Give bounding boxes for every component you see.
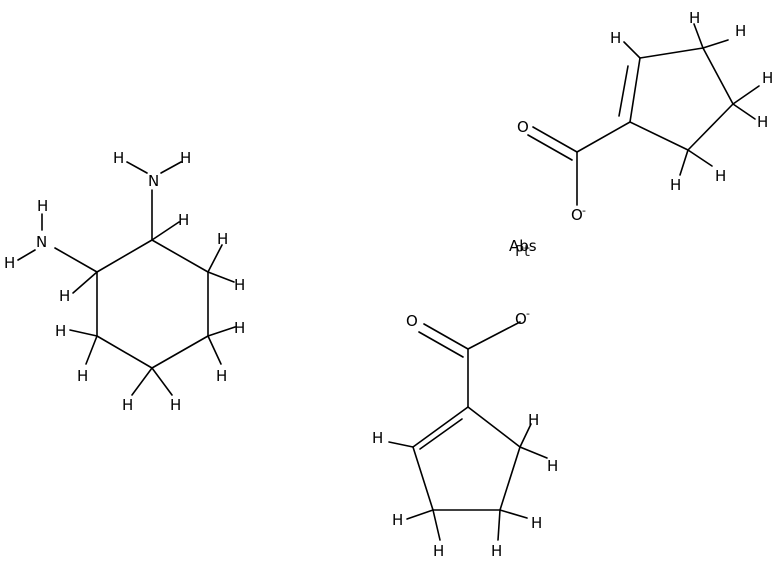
c-h-bond (732, 85, 760, 105)
atom-h: H (216, 367, 227, 385)
c-h-bond (702, 39, 729, 49)
atom-o: O (517, 118, 529, 136)
c-h-bond (497, 509, 501, 541)
c-h-bond (85, 335, 98, 365)
atom-h: H (392, 511, 403, 529)
atom-h: H (37, 197, 48, 215)
atom-h: H (433, 542, 444, 560)
c-o-double-bond (532, 126, 578, 153)
atom-h: H (122, 396, 133, 414)
atom-h: H (547, 457, 558, 475)
c-o-double-bond (423, 323, 469, 350)
n-h-bond (160, 161, 182, 174)
c-h-bond (388, 441, 414, 448)
c-h-bond (207, 271, 235, 283)
atom-h: H (372, 429, 383, 447)
c-h-bond (72, 271, 98, 294)
ring-bond (702, 47, 734, 105)
atom-o: O (406, 312, 418, 330)
atom-pt: Pt (515, 242, 530, 260)
c-h-bond (687, 149, 713, 167)
atom-h: H (670, 176, 681, 194)
ring-double-bond (618, 65, 629, 117)
c-h-bond (432, 509, 441, 541)
atom-h: H (113, 149, 124, 167)
c-h-bond (406, 509, 434, 520)
c-o-double-bond (418, 331, 464, 358)
negative-charge: - (526, 307, 530, 320)
c-h-bond (207, 244, 223, 273)
ring-bond (412, 446, 434, 511)
c-h-bond (693, 23, 704, 49)
atom-h: H (180, 149, 191, 167)
atom-h: H (59, 287, 70, 305)
atom-h: H (735, 22, 746, 40)
atom-n: N (148, 172, 159, 190)
atom-h: H (689, 9, 700, 27)
c-h-bond (679, 149, 689, 176)
ring-bond (687, 103, 734, 151)
atom-h: H (77, 367, 88, 385)
c-o-double-bond (527, 134, 573, 161)
c-h-bond (519, 446, 548, 459)
chiral-flag-label: Abs (509, 237, 537, 255)
atom-o: O (571, 206, 583, 224)
atom-n: N (36, 233, 47, 251)
ring-double-bond (412, 406, 469, 448)
atom-h: H (217, 230, 228, 248)
atom-h: H (234, 276, 245, 294)
ring-bond (96, 239, 153, 273)
c-c-bond (576, 121, 631, 153)
c-h-bond (207, 326, 236, 337)
atom-h: H (55, 322, 66, 340)
c-h-bond (69, 329, 98, 337)
atom-h: H (715, 167, 726, 185)
atom-h: H (491, 542, 502, 560)
cyclopentenecarboxylate-upper: O O - H H H H H H H (517, 9, 773, 224)
c-h-bond (207, 335, 222, 365)
c-h-bond (732, 103, 756, 120)
ring-double-bond (629, 57, 641, 123)
atom-h: H (757, 113, 768, 131)
atom-o: O (515, 310, 527, 328)
ring-bond (499, 446, 521, 511)
c-h-bond (499, 509, 528, 519)
c-h-bond (151, 221, 180, 241)
n-h-bond (126, 161, 148, 174)
atom-h: H (528, 411, 539, 429)
ring-bond (467, 406, 521, 448)
ring-double-bond (419, 418, 463, 450)
metal-center: Pt Abs (509, 237, 537, 260)
ring-bond (629, 121, 689, 151)
atom-h: H (4, 254, 15, 272)
ring-bond (639, 47, 704, 59)
atom-h: H (531, 514, 542, 532)
c-h-bond (151, 367, 173, 396)
atom-h: H (234, 319, 245, 337)
atom-h: H (170, 396, 181, 414)
c-h-bond (131, 367, 153, 396)
atom-h: H (762, 69, 773, 87)
n-h-bond (17, 249, 36, 261)
atom-h: H (610, 29, 621, 47)
atom-h: H (178, 211, 189, 229)
c-o-bond (467, 321, 521, 350)
c-h-bond (623, 41, 641, 59)
cyclopentenecarboxylate-lower: O O - H H H H H H H (372, 307, 558, 560)
negative-charge: - (582, 204, 586, 217)
c-h-bond (519, 423, 532, 448)
ring-bond (151, 335, 209, 369)
diaminocyclohexane: N H H N H H H H H H H H H H H H (4, 149, 245, 414)
c-n-bond (54, 247, 98, 273)
ring-bond (96, 335, 153, 369)
ring-bond (151, 239, 209, 273)
